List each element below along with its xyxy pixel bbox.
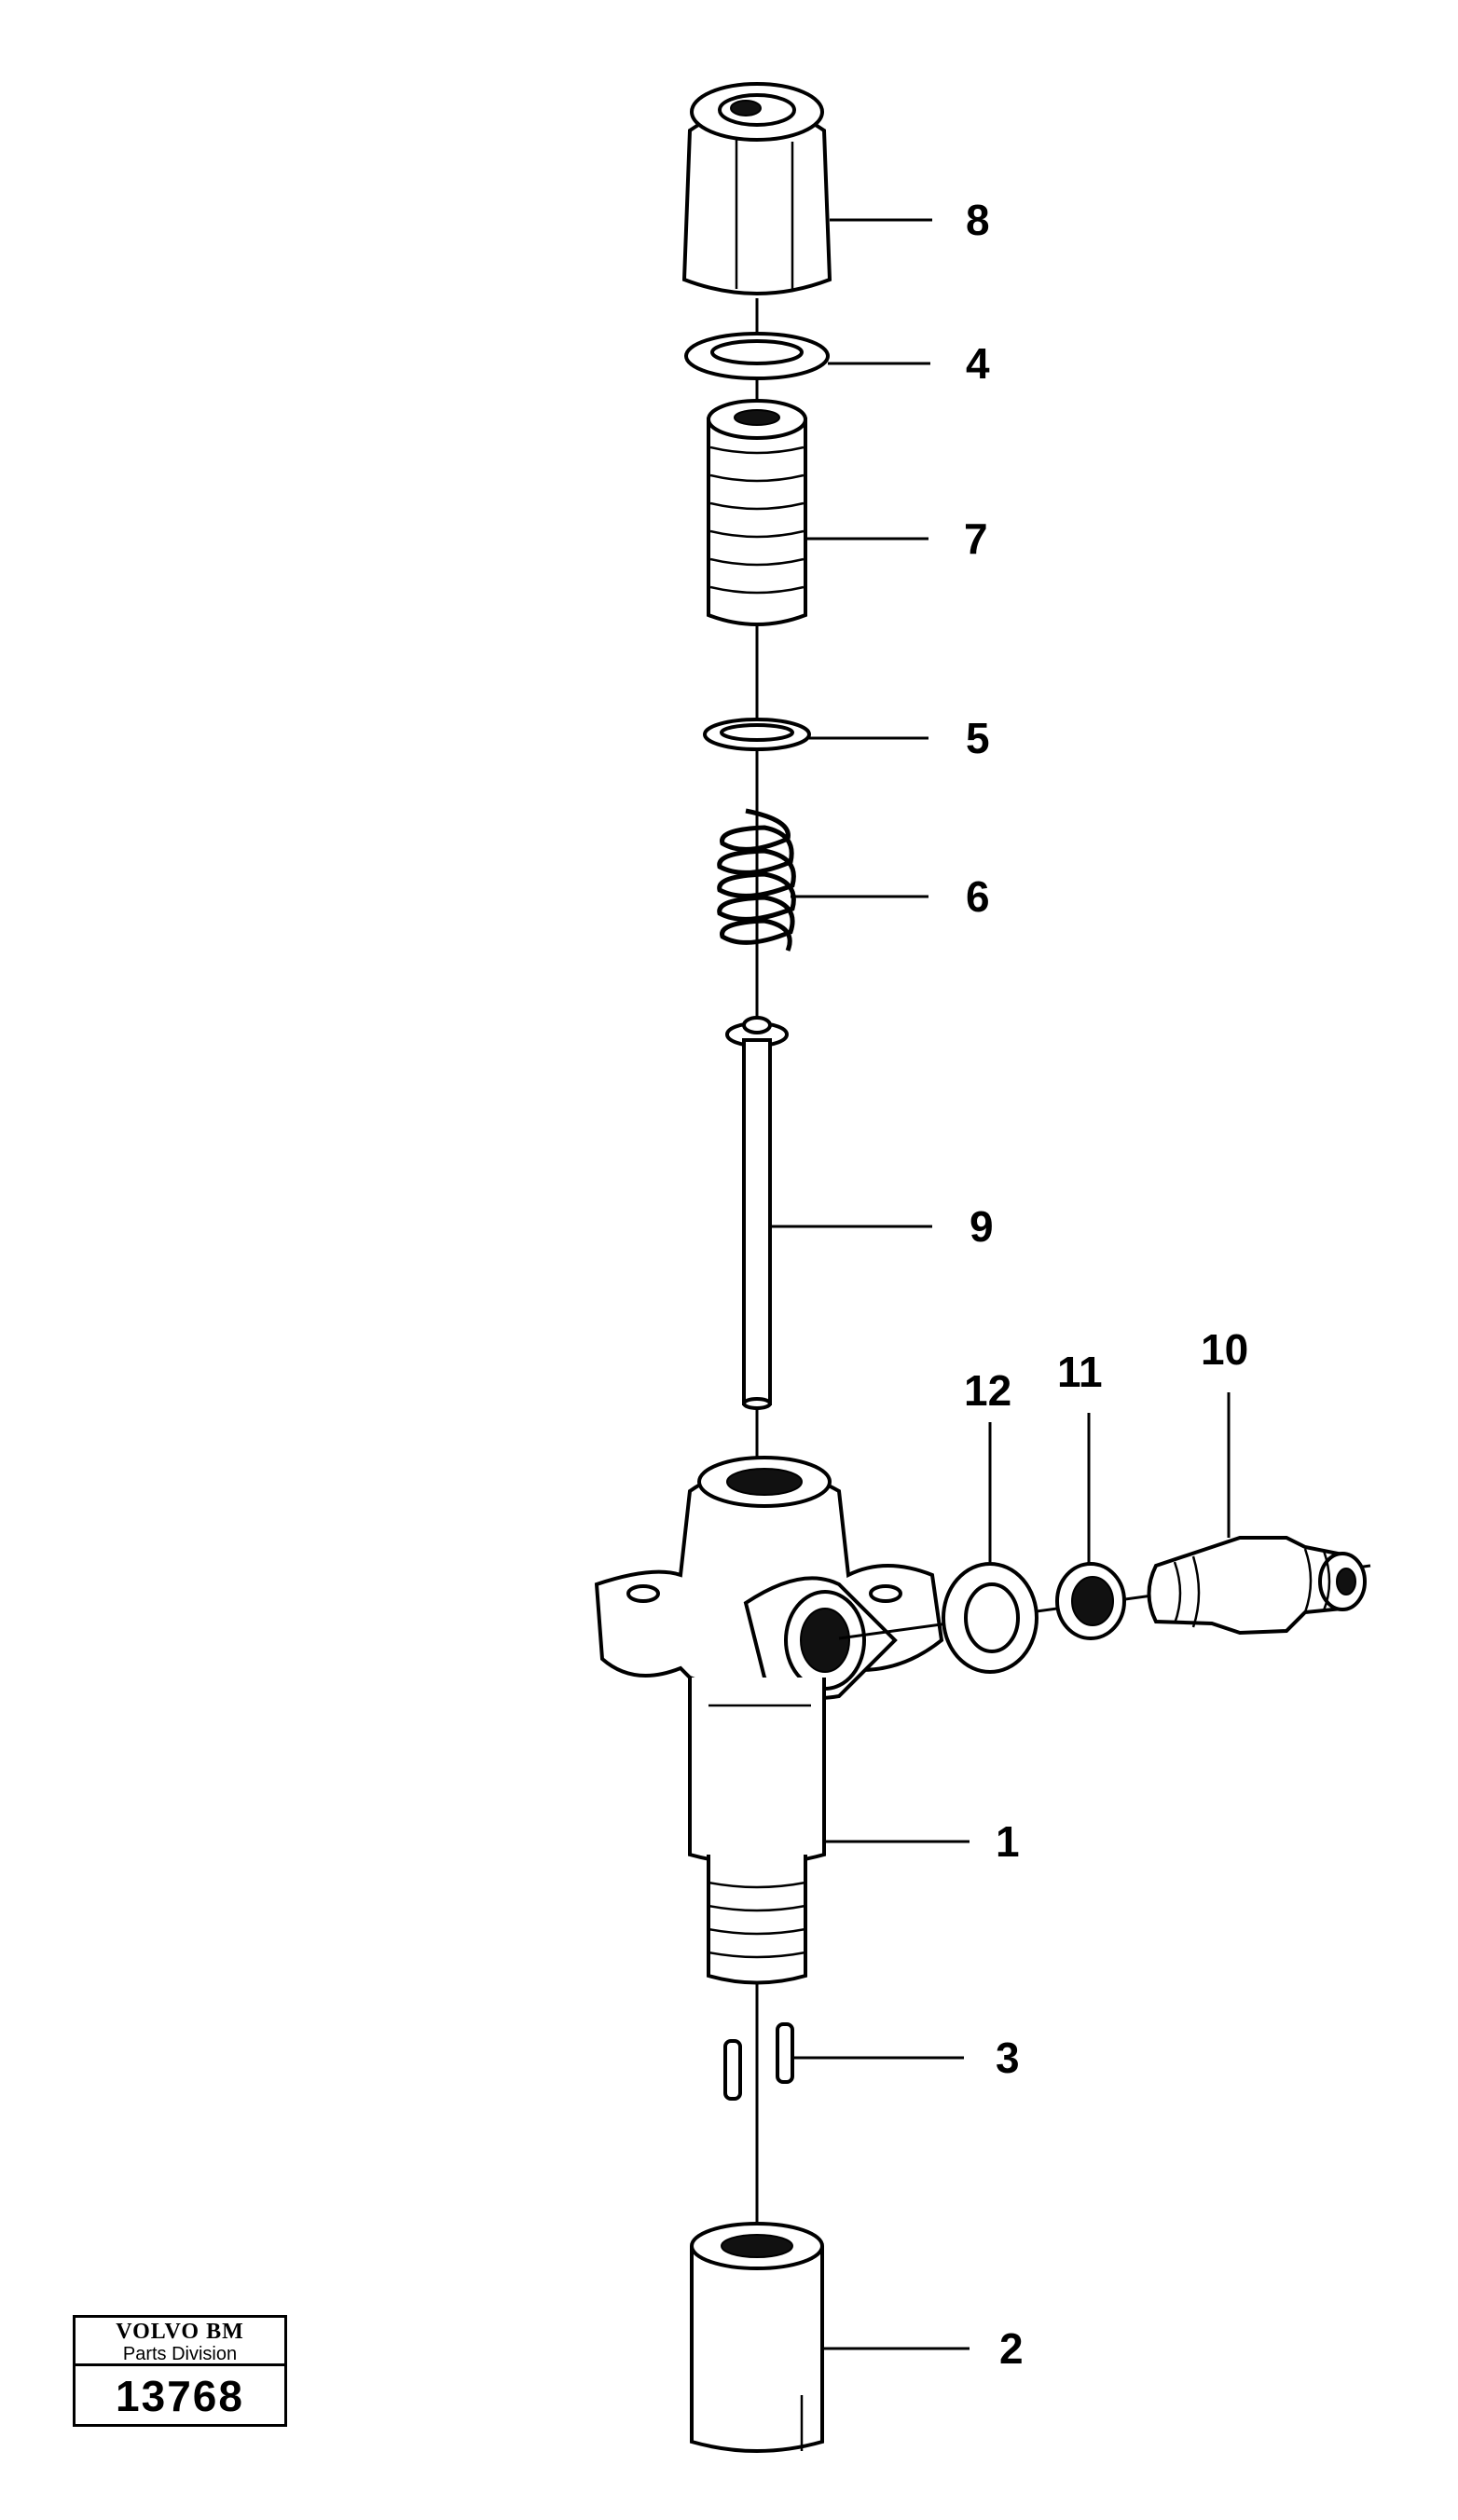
part-2-nozzle-nut (690, 2222, 824, 2453)
catalogue-stamp: VOLVO BM Parts Division 13768 (73, 2315, 287, 2427)
callout-8: 8 (966, 196, 990, 244)
callout-3: 3 (996, 2034, 1020, 2082)
callout-7: 7 (964, 514, 988, 563)
leader-lines (770, 218, 1231, 2350)
stamp-number: 13768 (116, 2372, 244, 2420)
callout-6: 6 (966, 872, 990, 921)
part-3-dowel-pins (723, 2022, 794, 2101)
callout-11: 11 (1057, 1348, 1103, 1396)
callout-12: 12 (964, 1366, 1011, 1415)
part-5-seal-ring (703, 718, 811, 751)
part-4-washer (684, 332, 830, 380)
part-1-body (594, 1456, 944, 1985)
part-7-threaded-sleeve (707, 399, 807, 626)
stamp-header: VOLVO BM Parts Division (76, 2318, 284, 2366)
callout-5: 5 (966, 714, 990, 762)
part-11-filter (1055, 1562, 1126, 1640)
stamp-division: Parts Division (122, 2344, 238, 2364)
part-9-valve-pin (725, 1016, 789, 1410)
stamp-brand: VOLVO BM (116, 2320, 244, 2344)
callout-1: 1 (996, 1817, 1020, 1866)
callout-9: 9 (970, 1202, 994, 1251)
callout-2: 2 (999, 2324, 1024, 2373)
part-8-cap-nut (681, 82, 832, 295)
part-10-union-fitting (1147, 1536, 1367, 1636)
callout-4: 4 (966, 339, 990, 388)
part-12-side-washer (942, 1562, 1038, 1674)
callout-10: 10 (1201, 1325, 1248, 1374)
part-6-spring (717, 808, 796, 952)
callout-labels: 8 4 7 5 6 9 12 11 10 1 3 2 (964, 196, 1248, 2373)
